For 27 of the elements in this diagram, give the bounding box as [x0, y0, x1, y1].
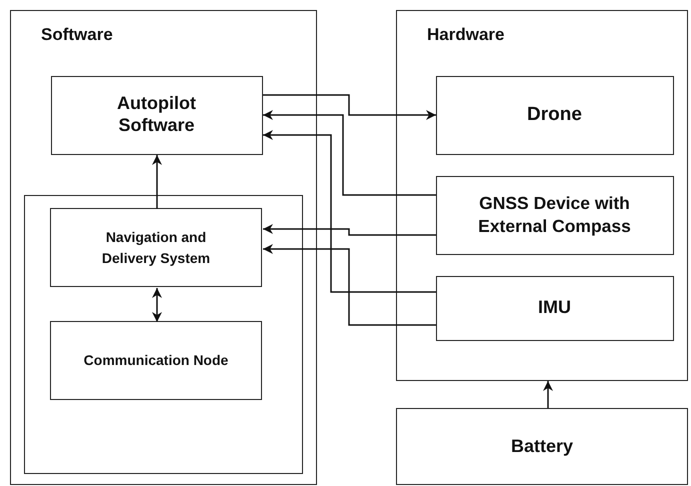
connector-arrow — [543, 381, 553, 408]
connector-arrow — [263, 94, 436, 120]
node-label: Communication Node — [82, 352, 230, 369]
container-box — [24, 194, 302, 474]
process-box — [50, 321, 262, 400]
process-box — [436, 276, 674, 340]
process-box — [436, 76, 674, 154]
connector-arrow — [263, 110, 436, 196]
connector-arrow — [263, 130, 436, 293]
group-panel — [10, 10, 317, 485]
node-label: Drone — [526, 104, 583, 126]
connector-arrow — [152, 155, 162, 209]
process-box — [396, 408, 688, 485]
node-label: IMU — [537, 297, 572, 319]
process-box — [50, 76, 262, 154]
node-label: GNSS Device with External Compass — [477, 192, 632, 238]
node-label: Battery — [510, 436, 574, 458]
connector-arrow — [152, 288, 162, 322]
group-heading: Hardware — [426, 25, 506, 46]
process-box — [50, 208, 262, 287]
node-label: Navigation and Delivery System — [100, 228, 212, 268]
node-label: Autopilot Software — [116, 93, 197, 137]
process-box — [436, 176, 674, 254]
group-panel — [396, 10, 688, 381]
connector-arrow — [263, 224, 436, 236]
group-heading: Software — [40, 25, 114, 46]
connector-arrow — [263, 244, 436, 326]
